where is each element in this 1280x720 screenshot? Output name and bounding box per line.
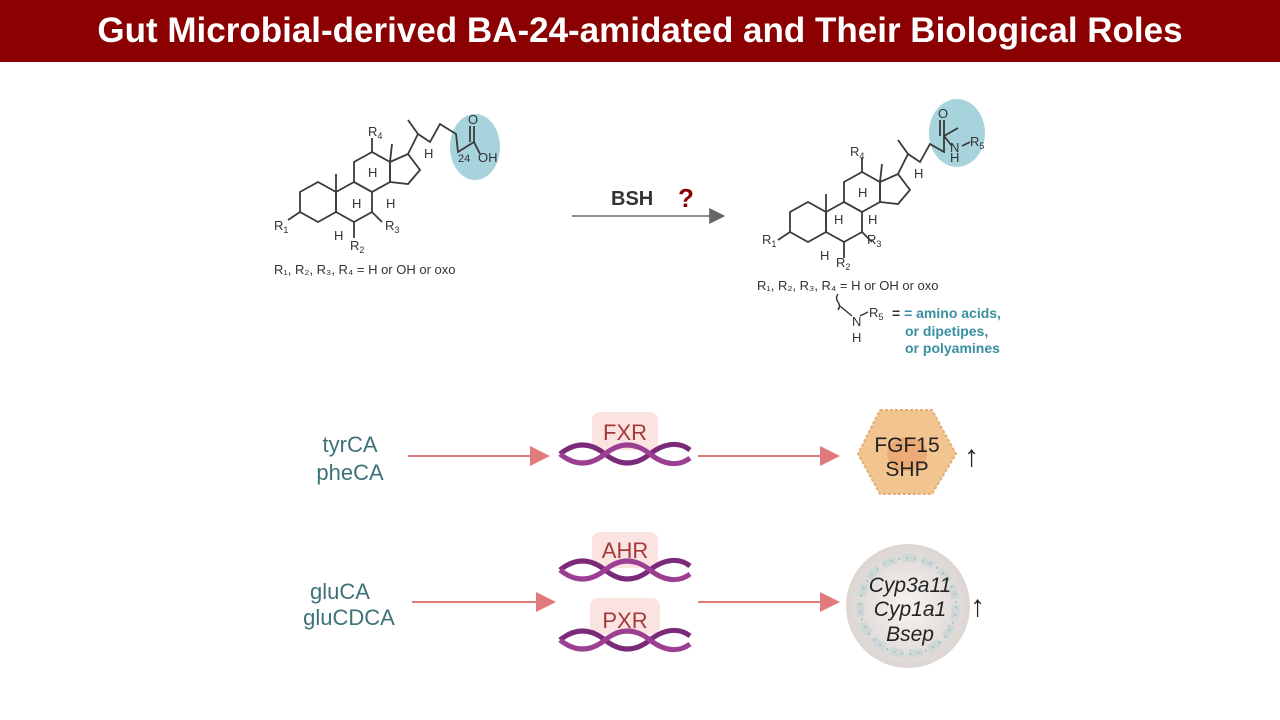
pathway-ahr-pxr: gluCA gluCDCA AHR PXR Cyp3a11 Cyp1a1 Bse…: [303, 532, 985, 668]
carboxyl-highlight: [450, 114, 500, 180]
r5-definition-1: = = amino acids,: [892, 305, 1001, 321]
carbon-24-label: 24: [458, 153, 470, 165]
ligand-tyrca: tyrCA: [323, 432, 378, 457]
dna-icon-ahr: [560, 560, 690, 579]
amide-n-label: N: [950, 140, 959, 155]
ahr-box: [592, 532, 658, 568]
question-mark: ?: [678, 183, 694, 213]
target-cyp3a11: Cyp3a11: [869, 574, 952, 597]
intestine-cross-section-icon: [846, 544, 970, 668]
target-cyp1a1: Cyp1a1: [874, 598, 946, 621]
ligand-gluca: gluCA: [310, 579, 370, 604]
target-shp: SHP: [885, 458, 928, 481]
upregulation-arrow-2: ↑: [970, 590, 985, 623]
r3-label-left: R3: [385, 218, 399, 235]
target-fgf15: FGF15: [874, 434, 939, 457]
h-label-left-2: H: [368, 165, 377, 180]
h-label-left-3: H: [352, 196, 361, 211]
oxygen-label-left: O: [468, 112, 478, 127]
dna-icon-fxr: [560, 444, 690, 463]
left-caption: R₁, R₂, R₃, R₄ = H or OH or oxo: [274, 262, 456, 277]
r5-label: R5: [869, 305, 883, 322]
r4-label-left: R4: [368, 124, 382, 141]
bile-acid-structure-right: [777, 99, 985, 258]
target-bsep: Bsep: [886, 623, 934, 646]
pxr-box: [590, 598, 660, 634]
amide-highlight: [929, 99, 985, 167]
upregulation-arrow-1: ↑: [964, 440, 979, 473]
h-label-left-4: H: [386, 196, 395, 211]
fxr-box: [592, 412, 658, 450]
receptor-fxr: FXR: [603, 420, 647, 445]
r3-label-right: R3: [867, 232, 881, 249]
amide-h-label: H: [950, 150, 959, 165]
enzyme-label: BSH: [611, 188, 653, 210]
h-label-right-5: H: [820, 248, 829, 263]
h-label-right-2: H: [858, 185, 867, 200]
h-label-right-1: H: [914, 166, 923, 181]
pathway-fxr: tyrCA pheCA FXR FGF15 SHP ↑: [316, 409, 979, 495]
h-label-left-5: H: [334, 228, 343, 243]
r5-n-label: N: [852, 314, 861, 329]
bile-acid-structure-left: [287, 114, 500, 238]
r2-label-right: R2: [836, 255, 850, 272]
r2-label-left: R2: [350, 238, 364, 255]
h-label-right-4: H: [868, 212, 877, 227]
right-caption: R₁, R₂, R₃, R₄ = H or OH or oxo: [757, 278, 939, 293]
r5-h-label: H: [852, 330, 861, 345]
wavy-bond-icon: [835, 293, 841, 311]
r5-definition-2: or dipetipes,: [905, 323, 988, 339]
hydroxyl-label: OH: [478, 150, 498, 165]
r1-label-right: R1: [762, 232, 776, 249]
page-title: Gut Microbial-derived BA-24-amidated and…: [97, 11, 1183, 50]
title-bar: Gut Microbial-derived BA-24-amidated and…: [0, 0, 1280, 62]
scheme-diagram: R4 R1 R2 R3 H H H H H O OH 24 R₁, R₂, R₃…: [274, 99, 1001, 668]
oxygen-label-right: O: [938, 106, 948, 121]
r1-label-left: R1: [274, 218, 288, 235]
h-label-right-3: H: [834, 212, 843, 227]
r5-definition-3: or polyamines: [905, 340, 1000, 356]
dna-icon-pxr: [560, 630, 690, 649]
ligand-glucdca: gluCDCA: [303, 605, 395, 630]
r4-label-right: R4: [850, 144, 864, 161]
h-label-left-1: H: [424, 146, 433, 161]
ligand-pheca: pheCA: [316, 460, 384, 485]
